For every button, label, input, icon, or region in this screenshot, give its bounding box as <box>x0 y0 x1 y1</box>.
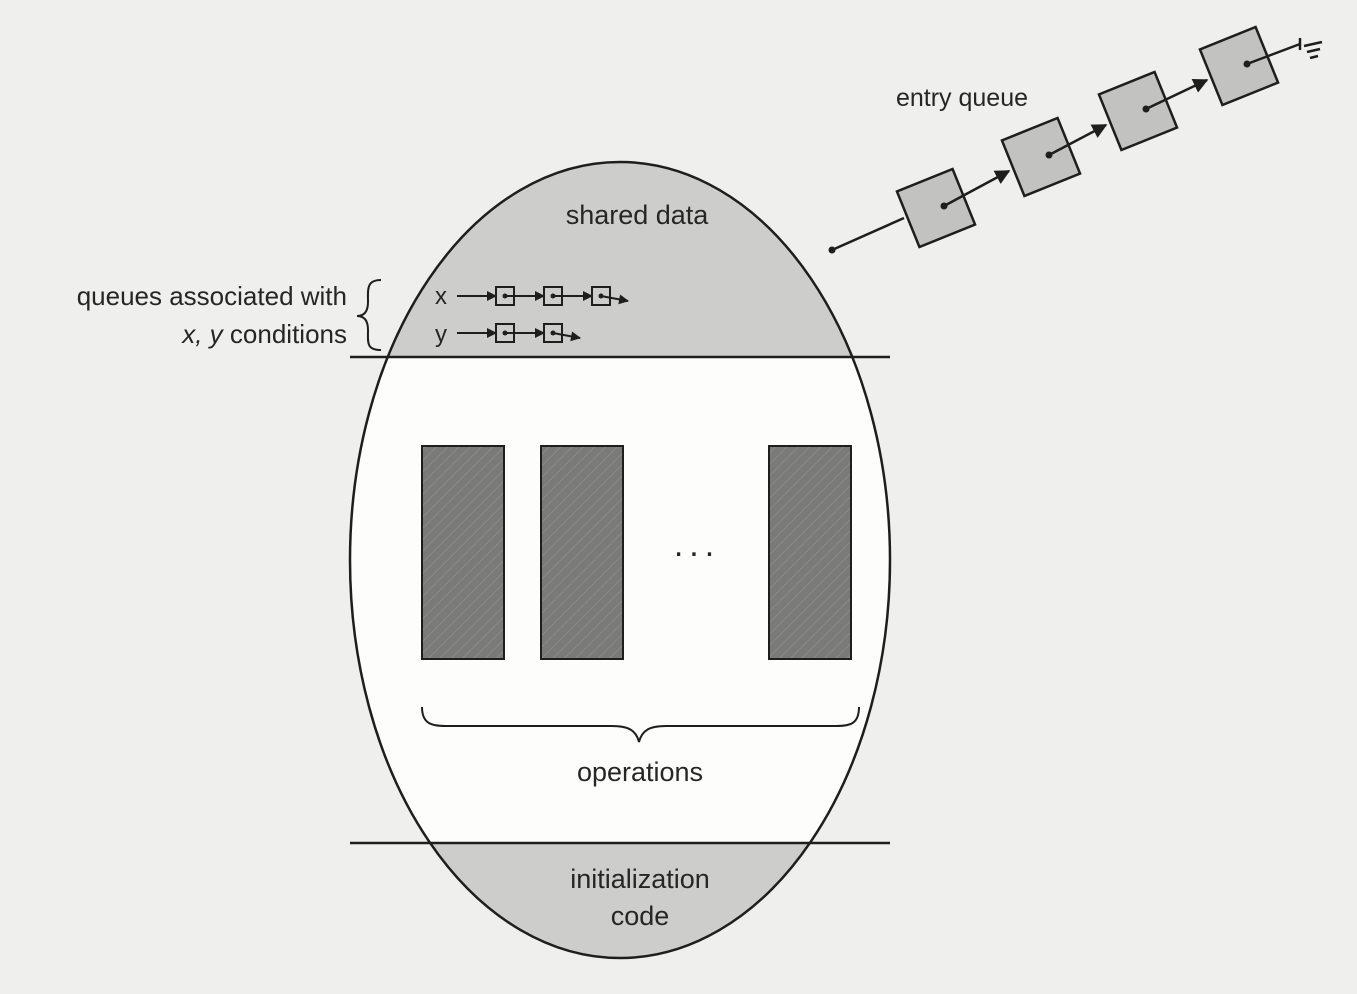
entry-queue-arrow <box>1048 123 1108 157</box>
operations-label: operations <box>577 757 703 787</box>
entry-queue-node <box>1097 70 1179 152</box>
shared-data-section <box>350 162 890 357</box>
operations-ellipsis: ... <box>674 526 720 564</box>
entry-queue-link <box>831 216 905 252</box>
queues-label-rest: conditions <box>223 319 347 349</box>
entry-queue-attach-point <box>828 246 836 254</box>
queues-brace <box>356 279 382 351</box>
entry-queue-node <box>895 167 977 249</box>
queues-label-line2: x, y conditions <box>180 319 347 349</box>
entry-queue-label: entry queue <box>896 84 1028 112</box>
operation-block <box>421 445 505 660</box>
operation-block <box>768 445 852 660</box>
queue-link-arrow <box>600 294 629 305</box>
operation-block <box>540 445 624 660</box>
entry-queue-tail <box>1246 42 1301 66</box>
null-terminator-icon <box>1298 38 1323 60</box>
queue-node <box>591 286 611 306</box>
queue-y <box>457 323 581 343</box>
shared-data-label: shared data <box>566 200 710 230</box>
queues-label-vars: x, y <box>180 319 224 349</box>
entry-queue-arrow <box>943 169 1011 208</box>
entry-queue-node <box>1000 116 1082 198</box>
operation-blocks <box>421 445 852 660</box>
queue-x-label: x <box>435 283 447 310</box>
entry-queue-node <box>1198 25 1280 107</box>
queue-link-arrow <box>552 331 581 342</box>
queue-x <box>457 286 629 306</box>
queue-node <box>543 323 563 343</box>
entry-queue <box>828 25 1323 254</box>
queue-y-label: y <box>435 321 447 348</box>
operations-brace <box>421 706 860 743</box>
initialization-label-line1: initialization <box>570 864 710 894</box>
entry-queue-arrow <box>1145 78 1209 111</box>
queues-label-line1: queues associated with <box>77 281 347 311</box>
initialization-label-line2: code <box>611 901 670 931</box>
